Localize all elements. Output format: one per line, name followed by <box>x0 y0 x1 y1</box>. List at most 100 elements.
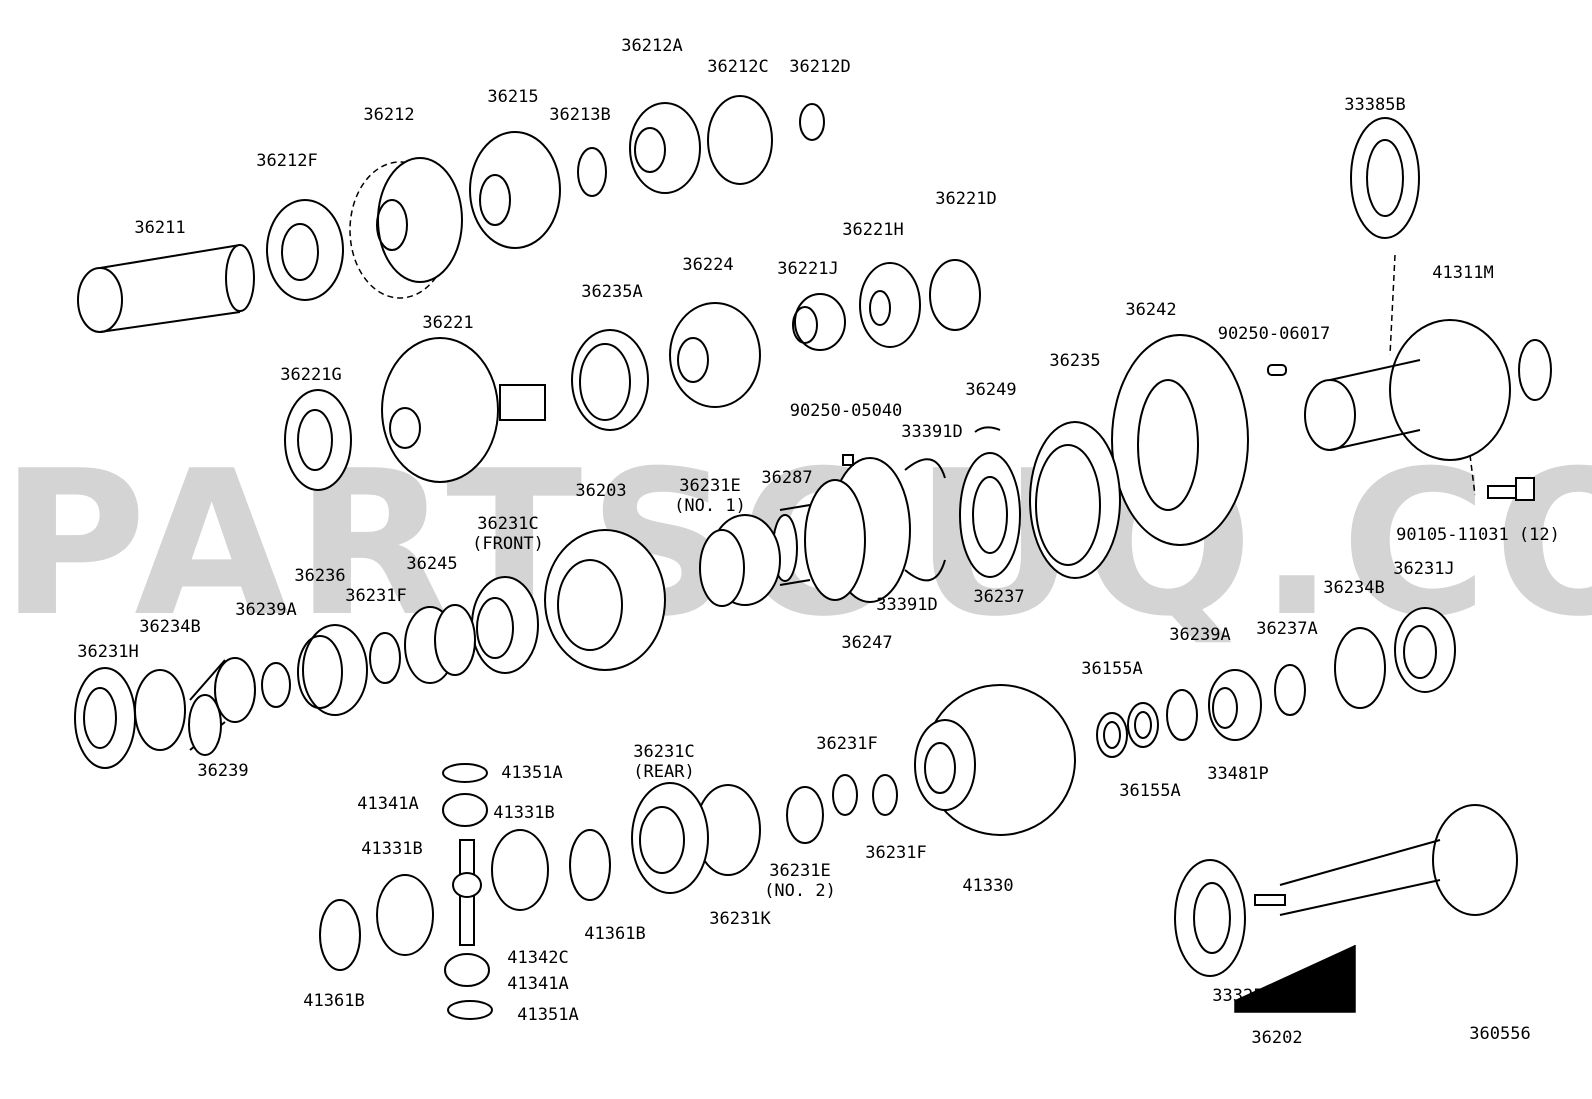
part-label[interactable]: 36212C <box>707 57 769 77</box>
part-33325A-seal <box>1174 859 1246 977</box>
part-label[interactable]: 36231H <box>77 642 139 662</box>
part-36231J-bearing <box>1394 607 1456 693</box>
part-label[interactable]: 90250-06017 <box>1217 324 1331 344</box>
part-label[interactable]: 36231F <box>865 843 927 863</box>
part-41341A-pinion-bottom <box>444 953 490 987</box>
part-label[interactable]: 36231C (FRONT) <box>472 514 544 554</box>
part-label[interactable]: 41331B <box>493 803 555 823</box>
part-label[interactable]: 36237A <box>1256 619 1318 639</box>
part-36221J-bearing <box>792 293 846 351</box>
part-label[interactable]: 36236 <box>294 566 346 586</box>
part-label[interactable]: 36237 <box>973 587 1025 607</box>
part-36212A-bearing <box>629 102 701 194</box>
part-label[interactable]: 41331B <box>361 839 423 859</box>
part-label[interactable]: 90105-11031 (12) <box>1396 525 1560 545</box>
part-label[interactable]: 36231F <box>345 586 407 606</box>
part-label[interactable]: 41311M <box>1432 263 1494 283</box>
part-label[interactable]: 36212 <box>363 105 415 125</box>
part-36202-shaft <box>1254 804 1518 916</box>
part-label[interactable]: 36155A <box>1081 659 1143 679</box>
part-label[interactable]: 36231C (REAR) <box>633 742 695 782</box>
part-label[interactable]: 36213B <box>549 105 611 125</box>
part-label[interactable]: 36155A <box>1119 781 1181 801</box>
part-36287-sleeve <box>772 479 866 601</box>
part-label[interactable]: 36239A <box>235 600 297 620</box>
part-label[interactable]: 36231J <box>1393 559 1455 579</box>
part-36239A-snapring-a <box>261 662 291 708</box>
part-36221D-ring <box>929 259 981 331</box>
part-36231E-no2-bearing <box>786 786 824 844</box>
part-label[interactable]: 41351A <box>501 763 563 783</box>
part-label[interactable]: 36235 <box>1049 351 1101 371</box>
part-label[interactable]: 36212D <box>789 57 851 77</box>
part-label[interactable]: 33391D <box>901 422 963 442</box>
part-label[interactable]: 36221J <box>777 259 839 279</box>
part-label[interactable]: 90250-05040 <box>789 401 903 421</box>
part-36236-sleeve <box>297 624 368 716</box>
part-label[interactable]: 41342C <box>507 948 569 968</box>
part-label[interactable]: 36234B <box>1323 578 1385 598</box>
part-90250-06017-pin <box>1267 364 1287 376</box>
part-label[interactable]: 41351A <box>517 1005 579 1025</box>
part-36212F-bearing <box>266 199 344 301</box>
part-label[interactable]: 36287 <box>761 468 813 488</box>
part-36237-hub <box>959 452 1021 578</box>
part-36231C-rear-bearing <box>631 782 709 894</box>
part-36213B-snapring <box>577 147 607 197</box>
part-label[interactable]: 36239A <box>1169 625 1231 645</box>
part-label[interactable]: 36221 <box>422 313 474 333</box>
part-label[interactable]: 36224 <box>682 255 734 275</box>
part-label[interactable]: 36221D <box>935 189 997 209</box>
part-label[interactable]: 36249 <box>965 380 1017 400</box>
part-label[interactable]: 36231E (NO. 1) <box>674 476 746 516</box>
part-label[interactable]: 33481P <box>1207 764 1269 784</box>
part-36231F-snapring-b <box>832 774 858 816</box>
part-36245-gear <box>404 604 476 684</box>
part-label[interactable]: 41361B <box>584 924 646 944</box>
part-label[interactable]: 41341A <box>507 974 569 994</box>
part-label[interactable]: 36234B <box>139 617 201 637</box>
part-41351A-washer-bottom <box>447 1000 493 1020</box>
part-label[interactable]: 36202 <box>1251 1028 1303 1048</box>
part-label[interactable]: 36239 <box>197 761 249 781</box>
part-label[interactable]: 33325A <box>1212 986 1274 1006</box>
part-41351A-washer-top <box>442 763 488 783</box>
part-label[interactable]: 36211 <box>134 218 186 238</box>
part-36221G-bearing <box>284 389 352 491</box>
part-label[interactable]: 36247 <box>841 633 893 653</box>
part-41331B-gear-a <box>491 829 549 911</box>
part-label[interactable]: 33391D <box>876 595 938 615</box>
part-36235-sleeve <box>1029 421 1121 579</box>
part-label[interactable]: 36221G <box>280 365 342 385</box>
part-label[interactable]: 36231E (NO. 2) <box>764 861 836 901</box>
part-41311M-case <box>1304 254 1552 496</box>
part-label[interactable]: 41361B <box>303 991 365 1011</box>
part-label[interactable]: 36212A <box>621 36 683 56</box>
part-41342C-shaft <box>452 839 482 946</box>
part-label[interactable]: 36212F <box>256 151 318 171</box>
part-label[interactable]: 36242 <box>1125 300 1177 320</box>
part-90250-05040-ball <box>842 454 854 466</box>
part-label[interactable]: 36231F <box>816 734 878 754</box>
part-90105-11031-bolt <box>1487 477 1535 501</box>
part-label[interactable]: 36235A <box>581 282 643 302</box>
part-label[interactable]: 33385B <box>1344 95 1406 115</box>
part-36212-gear <box>349 157 463 299</box>
part-36235A-sleeve <box>571 329 649 431</box>
part-36155A-washer-a <box>1096 712 1128 758</box>
part-label[interactable]: 36215 <box>487 87 539 107</box>
part-label[interactable]: 41330 <box>962 876 1014 896</box>
part-label[interactable]: 36203 <box>575 481 627 501</box>
part-label[interactable]: 41341A <box>357 794 419 814</box>
part-label[interactable]: 36221H <box>842 220 904 240</box>
part-36231H-bearing <box>74 667 136 769</box>
part-label[interactable]: 36245 <box>406 554 458 574</box>
part-36242-ring-gear <box>1111 334 1249 546</box>
diagram-code: 360556 <box>1469 1024 1531 1044</box>
part-36212C-ring <box>707 95 773 185</box>
part-33391D-clip <box>904 458 946 582</box>
part-36249-key <box>974 426 1001 433</box>
part-label[interactable]: 36231K <box>709 909 771 929</box>
